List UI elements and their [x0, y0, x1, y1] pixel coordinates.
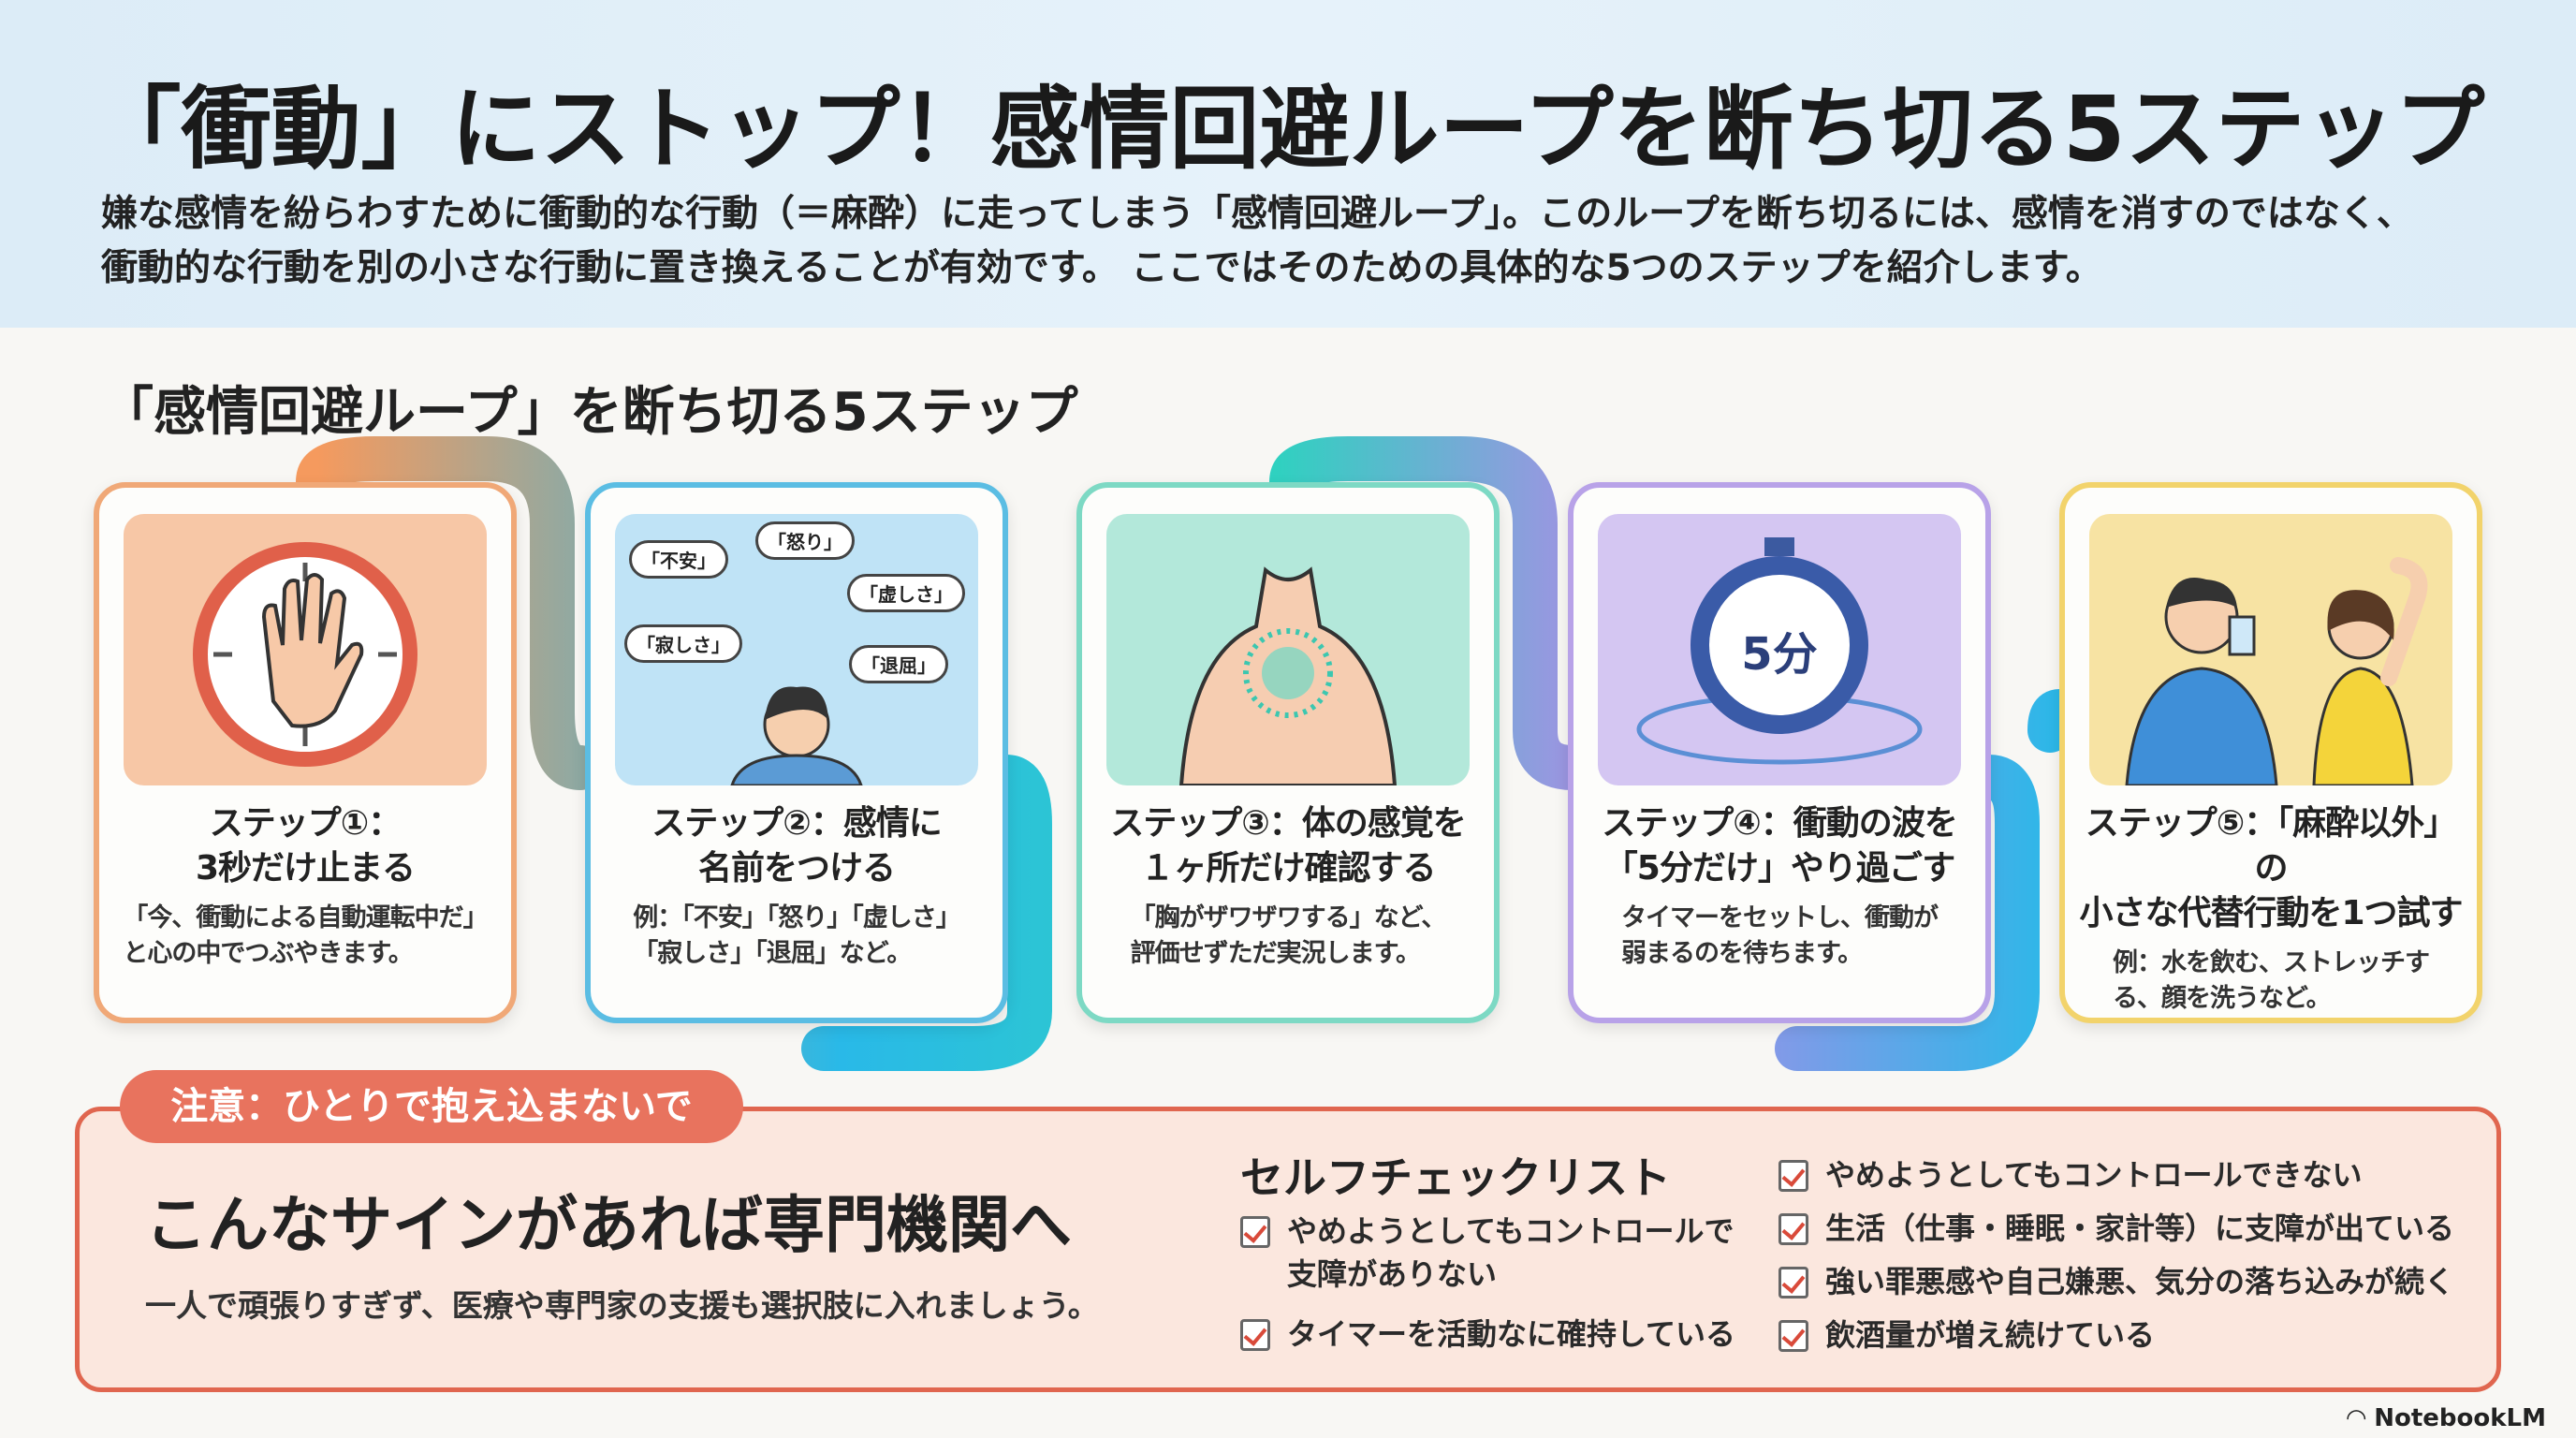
checklist-item-text: 生活（仕事・睡眠・家計等）に支障が出ている [1825, 1211, 2455, 1246]
checklist-item-text: やめようとしてもコントロールで 支障がありない [1287, 1213, 1734, 1292]
stop-hand-icon [124, 514, 487, 785]
checkbox-checked-icon [1240, 1319, 1270, 1351]
emotion-bubble: 「怒り」 [755, 521, 855, 560]
lead-text: 嫌な感情を紛らわすために衝動的な行動（＝麻酔）に走ってしまう「感情回避ループ」。… [101, 187, 2554, 296]
warning-panel [75, 1107, 2501, 1392]
step-text: ステップ③：体の感覚を １ヶ所だけ確認する 「胸がザワザワする」など、 評価せず… [1090, 801, 1486, 972]
emotion-bubble: 「寂しさ」 [624, 624, 742, 663]
emotion-bubbles-icon: 「不安」「怒り」「虚しさ」「寂しさ」「退屈」 [615, 514, 978, 785]
chest-sensation-icon [1106, 514, 1470, 785]
checklist-item: やめようとしてもコントロールできない [1778, 1153, 2362, 1196]
timer-label: 5分 [1741, 628, 1818, 681]
checklist-item-text: タイマーを活動なに確持している [1287, 1316, 1736, 1352]
checkbox-checked-icon [1778, 1267, 1808, 1299]
warning-subtext: 一人で頑張りすぎず、医療や専門家の支援も選択肢に入れましょう。 [145, 1287, 1099, 1324]
step-card-5: ステップ⑤：「麻酔以外」の 小さな代替行動を1つ試す 例：水を飲む、ストレッチす… [2059, 482, 2482, 1023]
step-text: ステップ②：感情に 名前をつける 例：「不安」「怒り」「虚しさ」 「寂しさ」「退… [598, 801, 995, 972]
lead-line: 嫌な感情を紛らわすために衝動的な行動（＝麻酔）に走ってしまう「感情回避ループ」。… [101, 193, 2413, 235]
step-description: タイマーをセットし、衝動が 弱まるのを待ちます。 [1621, 903, 1939, 968]
emotion-bubble: 「退屈」 [849, 645, 948, 683]
checklist-item: やめようとしてもコントロールで 支障がありない [1240, 1210, 1734, 1296]
step-description: 例：「不安」「怒り」「虚しさ」 「寂しさ」「退屈」など。 [633, 903, 960, 968]
checklist-item: 生活（仕事・睡眠・家計等）に支障が出ている [1778, 1207, 2454, 1250]
step-card-4: 5分 ステップ④：衝動の波を 「5分だけ」やり過ごす タイマーをセットし、衝動が… [1568, 482, 1991, 1023]
step-title: ステップ②：感情に 名前をつける [651, 804, 942, 888]
page-title: 「衝動」にストップ！感情回避ループを断ち切る5ステップ [91, 77, 2485, 182]
step-title: ステップ④：衝動の波を 「5分だけ」やり過ごす [1602, 804, 1957, 888]
step-description: 「今、衝動による自動運転中だ」 と心の中でつぶやきます。 [123, 903, 488, 968]
section-title: 「感情回避ループ」を断ち切る5ステップ [101, 382, 1078, 443]
step-card-2: 「不安」「怒り」「虚しさ」「寂しさ」「退屈」 ステップ②：感情に 名前をつける … [585, 482, 1008, 1023]
checklist-item: 強い罪悪感や自己嫌悪、気分の落ち込みが続く [1778, 1260, 2454, 1303]
checklist-item-text: やめようとしてもコントロールできない [1825, 1157, 2363, 1193]
step-title: ステップ③：体の感覚を １ヶ所だけ確認する [1110, 804, 1466, 888]
step-card-3: ステップ③：体の感覚を １ヶ所だけ確認する 「胸がザワザワする」など、 評価せず… [1076, 482, 1500, 1023]
checklist-title: セルフチェックリスト [1240, 1152, 1671, 1203]
checklist-item: タイマーを活動なに確持している [1240, 1313, 1735, 1356]
warning-heading: こんなサインがあれば専門機関へ [145, 1189, 1072, 1261]
stopwatch-icon: 5分 [1598, 514, 1961, 785]
step-description: 「胸がザワザワする」など、 評価せずただ実況します。 [1130, 903, 1447, 968]
header-band [0, 0, 2576, 328]
brand-text: NotebookLM [2374, 1404, 2546, 1432]
emotion-bubble: 「虚しさ」 [847, 574, 965, 612]
connecting-ribbon [296, 436, 2082, 1071]
checklist-item: 飲酒量が増え続けている [1778, 1313, 2155, 1357]
checklist-item-text: 強い罪悪感や自己嫌悪、気分の落ち込みが続く [1825, 1264, 2455, 1299]
drink-stretch-icon [2089, 514, 2452, 785]
checkbox-checked-icon [1778, 1320, 1808, 1352]
checkbox-checked-icon [1778, 1160, 1808, 1192]
step-text: ステップ⑤：「麻酔以外」の 小さな代替行動を1つ試す 例：水を飲む、ストレッチす… [2072, 801, 2469, 1017]
warning-label: 注意：ひとりで抱え込まないで [120, 1070, 743, 1143]
checkbox-checked-icon [1240, 1216, 1270, 1248]
checklist-item-text: 飲酒量が増え続けている [1825, 1317, 2156, 1353]
step-text: ステップ④：衝動の波を 「5分だけ」やり過ごす タイマーをセットし、衝動が 弱ま… [1581, 801, 1978, 972]
step-text: ステップ①： 3秒だけ止まる 「今、衝動による自動運転中だ」 と心の中でつぶやき… [107, 801, 504, 972]
step-title: ステップ①： 3秒だけ止まる [195, 804, 416, 888]
lead-line: 衝動的な行動を別の小さな行動に置き換えることが有効です。 ここではそのための具体… [101, 247, 2102, 289]
step-card-1: ステップ①： 3秒だけ止まる 「今、衝動による自動運転中だ」 と心の中でつぶやき… [94, 482, 517, 1023]
emotion-bubble: 「不安」 [629, 540, 728, 579]
checkbox-checked-icon [1778, 1213, 1808, 1245]
step-title: ステップ⑤：「麻酔以外」の 小さな代替行動を1つ試す [2079, 804, 2463, 932]
brand-logo: ◠ NotebookLM [2347, 1404, 2546, 1432]
step-description: 例：水を飲む、ストレッチす る、顔を洗うなど。 [2113, 948, 2430, 1013]
